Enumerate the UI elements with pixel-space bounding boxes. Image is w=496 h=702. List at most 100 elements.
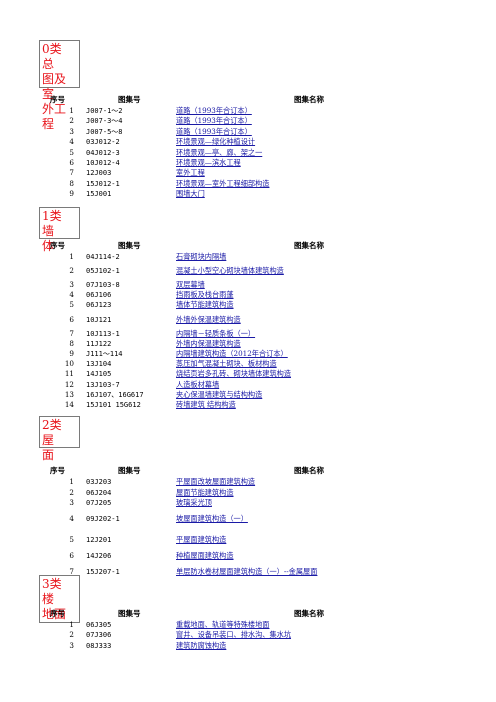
atlas-name-link[interactable]: 外墙内保温建筑构造 — [176, 339, 241, 348]
atlas-code: 03J012-2 — [86, 138, 120, 146]
atlas-code: 15J012-1 — [86, 180, 120, 188]
row-number: 1 — [69, 477, 74, 486]
atlas-name-link[interactable]: 道路（1993年合订本） — [176, 116, 252, 125]
atlas-name-link[interactable]: 外墙外保温建筑构造 — [176, 315, 241, 324]
atlas-name-link[interactable]: 混凝土小型空心砌块墙体建筑构造 — [176, 266, 284, 275]
atlas-name-link[interactable]: 人造板材幕墙 — [176, 380, 220, 389]
column-header-name: 图集名称 — [294, 241, 324, 250]
atlas-name-link[interactable]: 道路（1993年合订本） — [176, 106, 252, 115]
atlas-name-link[interactable]: 夹心保温墙建筑与结构构造 — [176, 390, 263, 399]
column-header-number: 序号 — [50, 466, 65, 475]
atlas-code: 06J305 — [86, 621, 112, 629]
table-row: 8 11J122 外墙内保温建筑构造 — [0, 339, 496, 349]
atlas-name-link[interactable]: 墙体节能建筑构造 — [176, 300, 234, 309]
row-number: 5 — [69, 535, 74, 544]
row-number: 3 — [69, 280, 74, 289]
atlas-code: 04J114-2 — [86, 253, 120, 261]
atlas-code: 06J204 — [86, 489, 112, 497]
row-number: 9 — [69, 189, 74, 198]
row-number: 3 — [69, 498, 74, 507]
row-number: 14 — [64, 400, 74, 409]
atlas-name-link[interactable]: 环境景观—室外工程细部构造 — [176, 179, 270, 188]
atlas-name-link[interactable]: 双层幕墙 — [176, 280, 205, 289]
row-number: 1 — [69, 252, 74, 261]
atlas-name-link[interactable]: 砖墙建筑 结构构造 — [176, 400, 236, 409]
atlas-code: 15J207-1 — [86, 568, 120, 576]
row-number: 6 — [69, 158, 74, 167]
atlas-name-link[interactable]: 玻璃采光顶 — [176, 498, 212, 507]
atlas-name-link[interactable]: 平屋面改坡屋面建筑构造 — [176, 477, 256, 486]
atlas-name-link[interactable]: 环境景观—绿化种植设计 — [176, 137, 256, 146]
row-number: 6 — [69, 551, 74, 560]
atlas-name-link[interactable]: 坡屋面建筑构造（一） — [176, 514, 248, 523]
atlas-code: 12J003 — [86, 169, 112, 177]
atlas-code: 15J101 15G612 — [86, 401, 141, 409]
atlas-code: 08J333 — [86, 642, 112, 650]
atlas-code: 10J121 — [86, 316, 112, 324]
atlas-code: 07J103-8 — [86, 281, 120, 289]
row-number: 1 — [69, 106, 74, 115]
row-number: 6 — [69, 315, 74, 324]
atlas-name-link[interactable]: 内隔墙－轻质条板（一） — [176, 329, 256, 338]
atlas-code: 09J202-1 — [86, 515, 120, 523]
row-number: 7 — [69, 329, 74, 338]
atlas-name-link[interactable]: 单层防水卷材屋面建筑构造（一）--金属屋面 — [176, 567, 318, 576]
row-number: 8 — [69, 339, 74, 348]
table-row: 11 14J105 烧结页岩多孔砖、砌块墙体建筑构造 — [0, 369, 496, 379]
section-title-box: 3类 楼地面 — [39, 575, 80, 623]
atlas-name-link[interactable]: 环境景观—亭、廊、架之一 — [176, 148, 263, 157]
atlas-name-link[interactable]: 平屋面建筑构造 — [176, 535, 227, 544]
section-title-line: 3类 楼 — [42, 577, 62, 606]
atlas-code: 14J105 — [86, 370, 112, 378]
row-number: 9 — [69, 349, 74, 358]
atlas-code: 06J106 — [86, 291, 112, 299]
atlas-name-link[interactable]: 环境景观—滨水工程 — [176, 158, 241, 167]
row-number: 1 — [69, 620, 74, 629]
atlas-code: 10J113-1 — [86, 330, 120, 338]
row-number: 12 — [64, 380, 74, 389]
atlas-name-link[interactable]: 道路（1993年合订本） — [176, 127, 252, 136]
section-title-line: 体 — [42, 239, 55, 253]
table-row: 4 06J106 挡雨板及栈台雨蓬 — [0, 290, 496, 300]
atlas-name-link[interactable]: 围墙大门 — [176, 189, 205, 198]
atlas-name-link[interactable]: 挡雨板及栈台雨蓬 — [176, 290, 234, 299]
atlas-name-link[interactable]: 屋面节能建筑构造 — [176, 488, 234, 497]
atlas-name-link[interactable]: 重载地面、轨道等特殊楼地面 — [176, 620, 270, 629]
atlas-code: 07J205 — [86, 499, 112, 507]
atlas-name-link[interactable]: 石膏砌块内隔墙 — [176, 252, 227, 261]
row-number: 7 — [69, 567, 74, 576]
atlas-code: 05J102-1 — [86, 267, 120, 275]
atlas-name-link[interactable]: 种植屋面建筑构造 — [176, 551, 234, 560]
atlas-code: 15J001 — [86, 190, 112, 198]
section-title-line: 2类 屋 — [42, 418, 62, 447]
row-number: 4 — [69, 290, 74, 299]
atlas-name-link[interactable]: 烧结页岩多孔砖、砌块墙体建筑构造 — [176, 369, 292, 378]
atlas-name-link[interactable]: 室外工程 — [176, 168, 205, 177]
atlas-code: 14J206 — [86, 552, 112, 560]
atlas-name-link[interactable]: 内隔墙建筑构造（2012年合订本） — [176, 349, 288, 358]
section-title-box: 1类 墙体 — [39, 207, 80, 253]
row-number: 11 — [64, 369, 74, 378]
atlas-code: 13J104 — [86, 360, 112, 368]
atlas-code: J007-5～8 — [86, 128, 123, 136]
row-number: 5 — [69, 148, 74, 157]
column-header-code: 图集号 — [118, 241, 141, 250]
atlas-name-link[interactable]: 建筑防腐蚀构造 — [176, 641, 227, 650]
section-title-line: 1类 墙 — [42, 209, 62, 238]
atlas-name-link[interactable]: 蒸压加气混凝土砌块、板材构造 — [176, 359, 277, 368]
atlas-code: 11J122 — [86, 340, 112, 348]
section-title-box: 0类 总图及室外工程 — [39, 40, 80, 131]
row-number: 5 — [69, 300, 74, 309]
atlas-name-link[interactable]: 窗井、设备吊装口、排水沟、集水坑 — [176, 630, 292, 639]
